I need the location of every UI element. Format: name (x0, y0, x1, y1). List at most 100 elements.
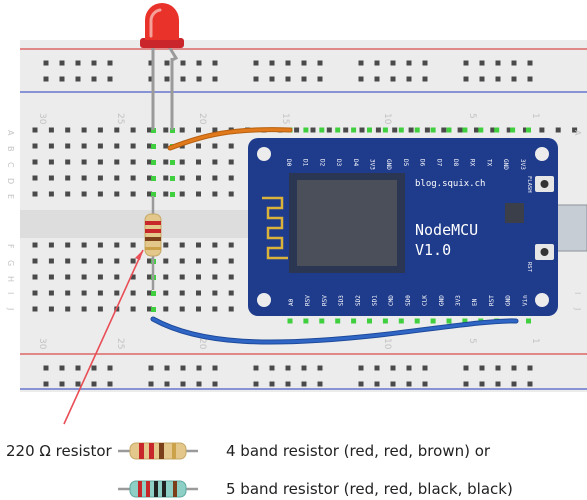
breadboard-hole (196, 176, 201, 181)
rail-hole (391, 382, 396, 387)
breadboard-hole (65, 291, 70, 296)
pin-label-top: GND (502, 159, 509, 170)
resistor-band-gold (145, 247, 161, 250)
rail-hole (197, 61, 202, 66)
header-hole (462, 128, 467, 133)
header-hole (319, 319, 324, 324)
header-hole (526, 128, 531, 133)
header-hole (319, 128, 324, 133)
breadboard-hole (114, 128, 119, 133)
rail-hole (270, 77, 275, 82)
rail-hole (496, 382, 501, 387)
row-letters-left: A B C D E F G H I J (6, 130, 15, 310)
breadboard-hole (114, 192, 119, 197)
breadboard-hole (196, 192, 201, 197)
header-hole (367, 128, 372, 133)
rail-hole (318, 366, 323, 371)
header-hole (351, 319, 356, 324)
column-number: 25 (115, 113, 125, 124)
pin-label-top: D1 (302, 159, 309, 167)
esp-shield (297, 180, 397, 266)
pin-label-top: D8 (452, 159, 459, 167)
breadboard-hole (163, 243, 168, 248)
rail-hole (286, 366, 291, 371)
nodemcu-board[interactable]: FLASH RST blog.squix.ch NodeMCU V1.0 D0D… (248, 138, 587, 316)
breadboard-hole (98, 144, 103, 149)
pin-label-top: TX (485, 159, 492, 167)
breadboard-hole (65, 243, 70, 248)
breadboard-hole (196, 307, 201, 312)
breadboard-hole (180, 160, 185, 165)
pin-label-top: GND (385, 159, 392, 170)
rail-hole (512, 366, 517, 371)
header-hole (335, 128, 340, 133)
breadboard-hole (49, 243, 54, 248)
breadboard-hole (196, 160, 201, 165)
rail-hole (359, 382, 364, 387)
breadboard-hole (180, 128, 185, 133)
rail-hole (44, 77, 49, 82)
breadboard-hole (98, 192, 103, 197)
rail-hole (318, 77, 323, 82)
header-hole (335, 319, 340, 324)
breadboard-hole (180, 259, 185, 264)
breadboard-hole (49, 192, 54, 197)
breadboard-hole (49, 275, 54, 280)
breadboard-hole (65, 275, 70, 280)
rail-hole (76, 77, 81, 82)
breadboard-hole (33, 275, 38, 280)
breadboard-hole (49, 144, 54, 149)
breadboard-hole (163, 192, 168, 197)
header-hole (383, 128, 388, 133)
breadboard-hole (131, 160, 136, 165)
rail-hole (375, 77, 380, 82)
breadboard-hole (82, 291, 87, 296)
column-number: 1 (530, 338, 540, 344)
rail-hole (181, 61, 186, 66)
pin-label-top: 3V3 (519, 159, 526, 170)
breadboard-hole (163, 307, 168, 312)
resistor-band-brown (145, 237, 161, 241)
breadboard-hole (49, 307, 54, 312)
breadboard-hole (49, 176, 54, 181)
rail-hole (423, 77, 428, 82)
rail-hole (423, 366, 428, 371)
breadboard-hole (229, 160, 234, 165)
breadboard-hole (114, 144, 119, 149)
pin-label-bottom: CMD (388, 295, 395, 306)
rail-hole (181, 382, 186, 387)
rail-hole (213, 77, 218, 82)
breadboard-hole (343, 128, 348, 133)
breadboard-hole (294, 128, 299, 133)
breadboard-hole (49, 160, 54, 165)
pin-label-bottom: RSV (321, 295, 328, 306)
pin-label-top: D4 (352, 159, 359, 167)
rail-hole (76, 382, 81, 387)
breadboard-hole (65, 307, 70, 312)
rail-hole (359, 61, 364, 66)
rail-hole (76, 61, 81, 66)
breadboard-hole (229, 259, 234, 264)
rail-hole (44, 382, 49, 387)
breadboard-hole (114, 176, 119, 181)
row-letter: C (6, 162, 15, 168)
rail-hole (254, 77, 259, 82)
pin-label-top: RX (469, 159, 476, 167)
rail-hole (318, 382, 323, 387)
breadboard-hole (311, 128, 316, 133)
five-band-description: 5 band resistor (red, red, black, black) (226, 480, 513, 498)
rail-hole (480, 77, 485, 82)
breadboard-hole (441, 128, 446, 133)
pin-label-bottom: 3V3 (455, 295, 462, 306)
rail-hole (480, 382, 485, 387)
rail-hole (270, 382, 275, 387)
rail-hole (197, 382, 202, 387)
rail-hole (464, 77, 469, 82)
rail-hole (254, 382, 259, 387)
breadboard-hole (229, 176, 234, 181)
breadboard-hole (82, 307, 87, 312)
rail-hole (496, 366, 501, 371)
rail-hole (181, 77, 186, 82)
pin-label-top: D3 (335, 159, 342, 167)
